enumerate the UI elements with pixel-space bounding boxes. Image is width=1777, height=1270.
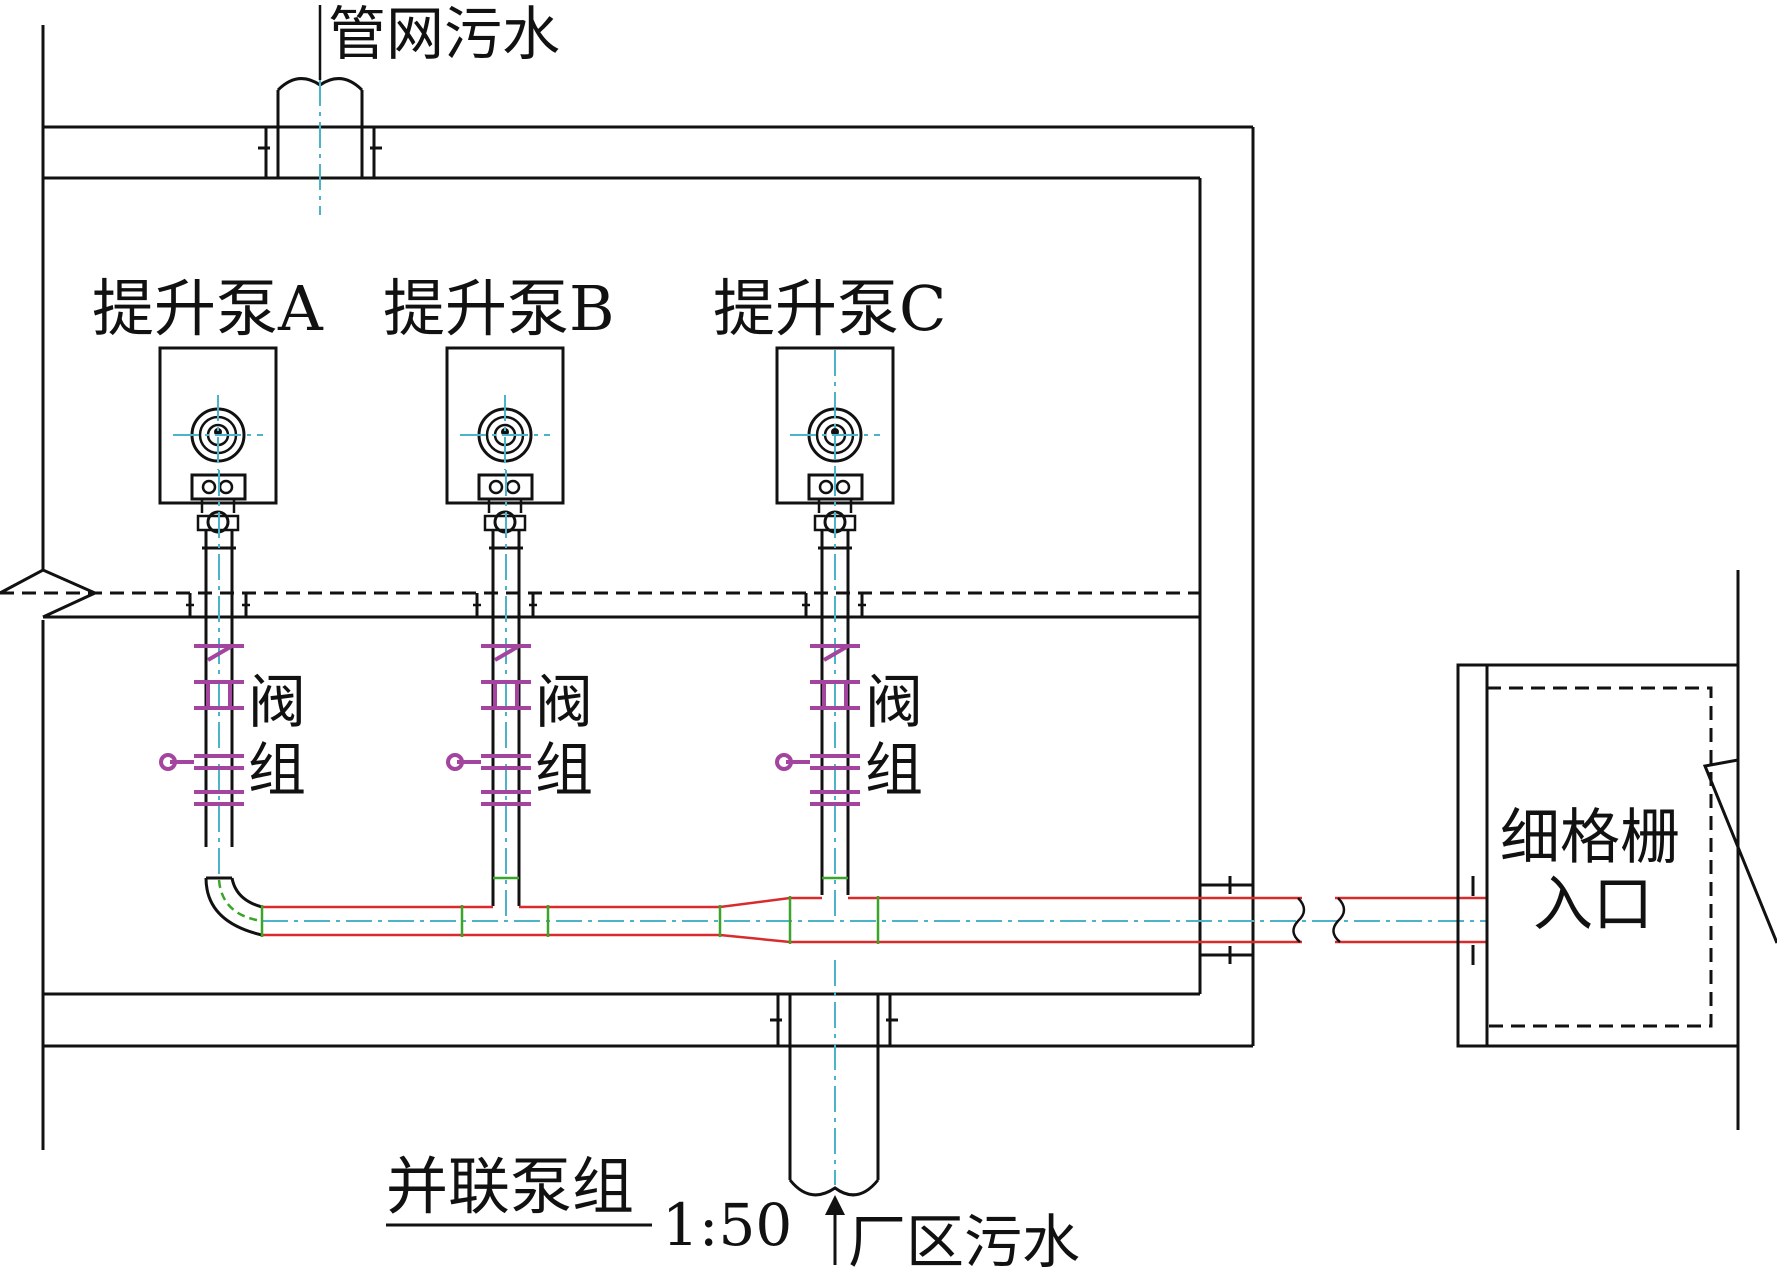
scale-label: 1:50 xyxy=(662,1191,792,1259)
plant-sewage-inlet-pipe xyxy=(770,960,898,1197)
pump-c-label: 提升泵C xyxy=(713,272,946,345)
fine-screen-chamber xyxy=(1456,570,1777,1130)
pump-c-motor-icon xyxy=(790,350,880,470)
pump-a-valve-group xyxy=(159,644,244,806)
pump-c xyxy=(775,346,895,920)
pump-a-riser-pipe xyxy=(186,470,250,880)
network-sewage-inlet-pipe xyxy=(258,5,382,215)
fine-screen-label-line1: 细格栅 xyxy=(1500,803,1680,873)
pump-a-label: 提升泵A xyxy=(92,272,324,345)
inflow-arrow-icon xyxy=(825,1195,845,1265)
pump-a-valve-label-2: 组 xyxy=(248,736,306,804)
fine-screen-label-line2: 入口 xyxy=(1533,870,1653,940)
diagram-title: 并联泵组 xyxy=(386,1150,634,1223)
pump-a-motor-icon xyxy=(173,395,263,470)
tank-structure xyxy=(0,25,1255,1150)
pump-c-valve-label-2: 组 xyxy=(865,736,923,804)
plant-sewage-label: 厂区污水 xyxy=(848,1208,1080,1270)
pump-b-valve-label-1: 阀 xyxy=(535,668,593,736)
network-sewage-label: 管网污水 xyxy=(328,0,560,68)
pump-c-valve-group xyxy=(775,644,860,806)
pump-b-valve-group xyxy=(446,644,531,806)
pump-b-riser-pipe xyxy=(473,470,537,920)
pump-c-riser-pipe xyxy=(802,470,866,920)
pump-b-motor-icon xyxy=(460,395,550,470)
pump-b-label: 提升泵B xyxy=(383,272,615,345)
pump-b-valve-label-2: 组 xyxy=(535,736,593,804)
pump-b xyxy=(445,346,565,920)
pump-a-valve-label-1: 阀 xyxy=(248,668,306,736)
pump-c-valve-label-1: 阀 xyxy=(865,668,923,736)
pump-a xyxy=(158,346,278,880)
discharge-header-pipe xyxy=(204,876,1488,964)
